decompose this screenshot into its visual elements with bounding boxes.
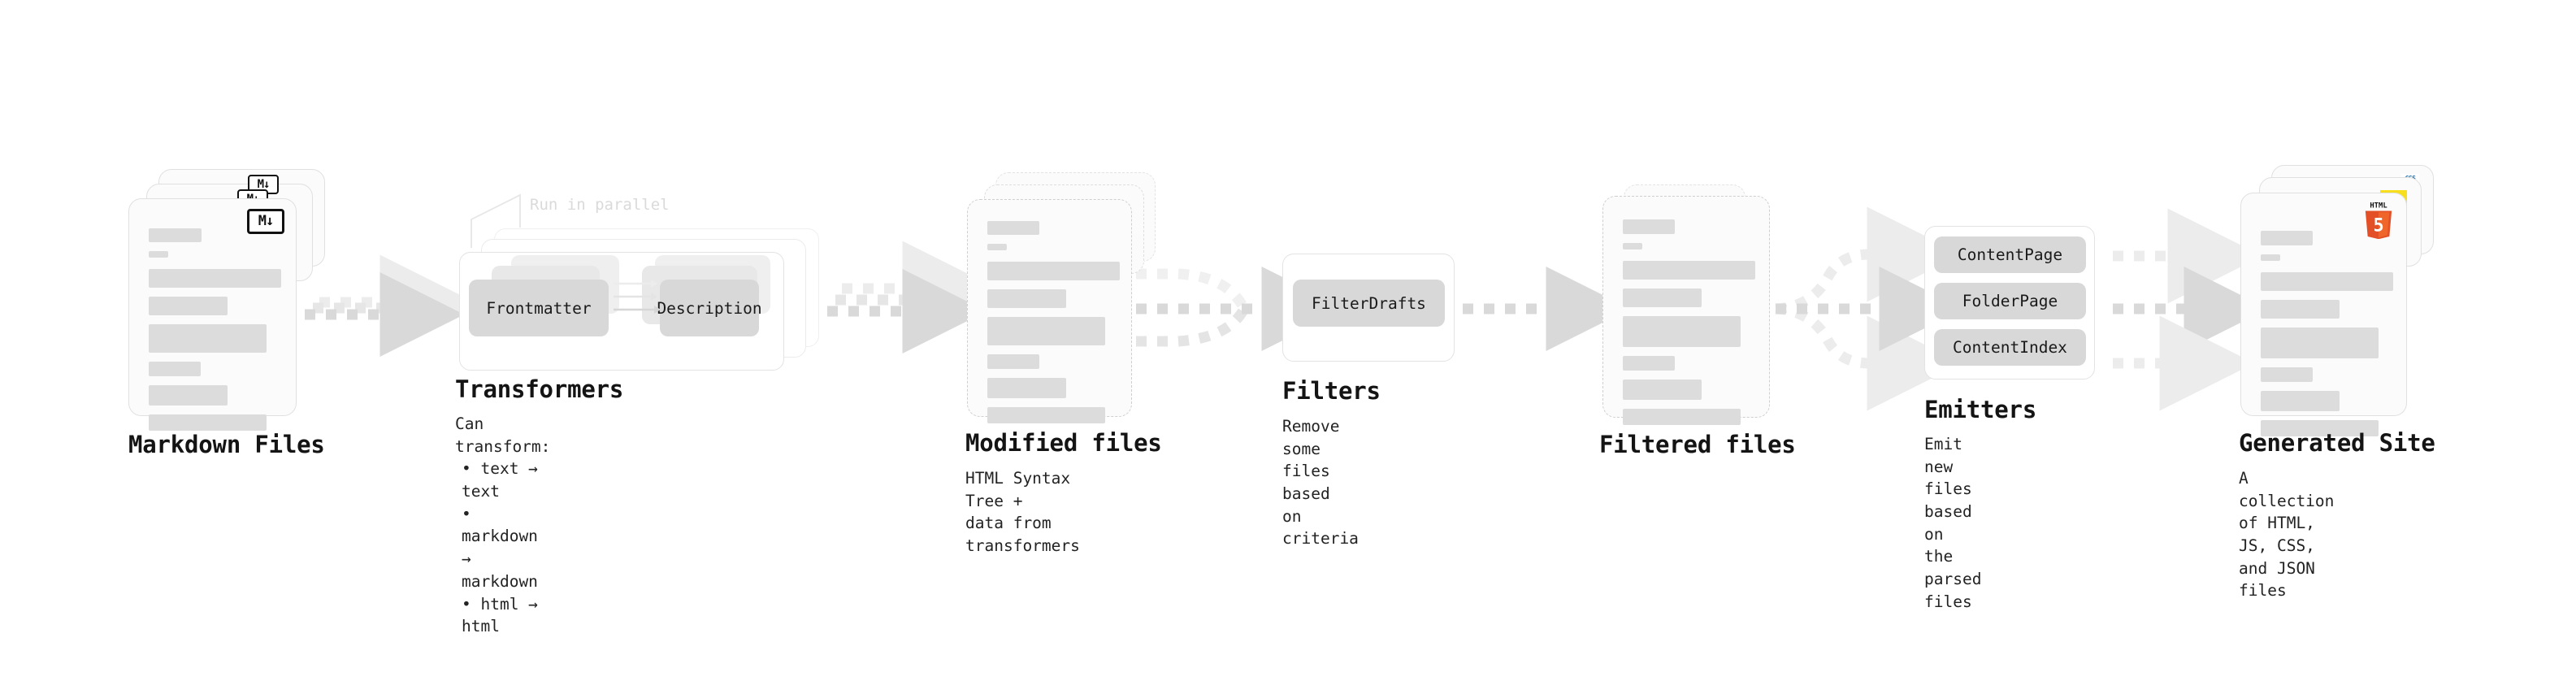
content-page-chip[interactable]: ContentPage bbox=[1934, 236, 2086, 273]
svg-text:HTML: HTML bbox=[2370, 202, 2387, 210]
filtered-card-front bbox=[1602, 196, 1770, 425]
transformer-inner-arrows bbox=[614, 280, 661, 314]
stage-title-modified-files: Modified files bbox=[965, 429, 1162, 457]
arrow-markdown-to-transformers bbox=[305, 254, 475, 357]
stage-title-transformers: Transformers bbox=[455, 375, 624, 403]
arrow-transformers-to-modified bbox=[827, 241, 998, 354]
filter-drafts-chip[interactable]: FilterDrafts bbox=[1293, 280, 1445, 327]
transform-item-0: • text → text bbox=[462, 459, 538, 501]
run-in-parallel-annotation: Run in parallel bbox=[530, 196, 670, 214]
arrow-filtered-to-emitters bbox=[1775, 206, 1964, 411]
stage-title-markdown-files: Markdown Files bbox=[128, 431, 325, 458]
markdown-skeleton-lines bbox=[149, 228, 281, 440]
svg-text:5: 5 bbox=[2373, 216, 2383, 236]
modified-card-front bbox=[967, 199, 1132, 423]
stage-title-generated-site: Generated Site bbox=[2239, 429, 2435, 457]
filters-description: Remove some files based on criteria bbox=[1282, 417, 1359, 549]
site-card-front: HTML 5 bbox=[2240, 193, 2407, 436]
arrow-emitters-to-site bbox=[2113, 208, 2269, 411]
frontmatter-chip[interactable]: Frontmatter bbox=[469, 280, 609, 336]
markdown-badge: M↓ bbox=[247, 209, 284, 234]
transform-item-2: • html → html bbox=[462, 594, 538, 636]
modified-files-description: HTML Syntax Tree + data from transformer… bbox=[965, 469, 1080, 556]
stage-title-emitters: Emitters bbox=[1924, 396, 2037, 423]
description-chip[interactable]: Description bbox=[657, 280, 762, 336]
arrow-modified-to-filters bbox=[1136, 267, 1347, 351]
transform-intro: Can transform: bbox=[455, 414, 551, 456]
stage-title-filters: Filters bbox=[1282, 377, 1381, 405]
filtered-skeleton-lines bbox=[1623, 219, 1755, 434]
modified-skeleton-lines bbox=[987, 221, 1120, 432]
transform-item-1: • markdown → markdown bbox=[462, 504, 538, 591]
generated-site-description: A collection of HTML, JS, CSS, and JSON … bbox=[2239, 469, 2335, 601]
site-skeleton-lines bbox=[2261, 231, 2393, 445]
html5-badge: HTML 5 bbox=[2361, 200, 2396, 240]
markdown-card-front: M↓ bbox=[128, 198, 297, 431]
emitters-description: Emit new files based on the parsed files bbox=[1924, 435, 1982, 611]
transformers-description: Can transform: • text → text • markdown … bbox=[455, 413, 550, 638]
content-index-chip[interactable]: ContentIndex bbox=[1934, 329, 2086, 366]
folder-page-chip[interactable]: FolderPage bbox=[1934, 283, 2086, 319]
stage-title-filtered-files: Filtered files bbox=[1599, 431, 1796, 458]
